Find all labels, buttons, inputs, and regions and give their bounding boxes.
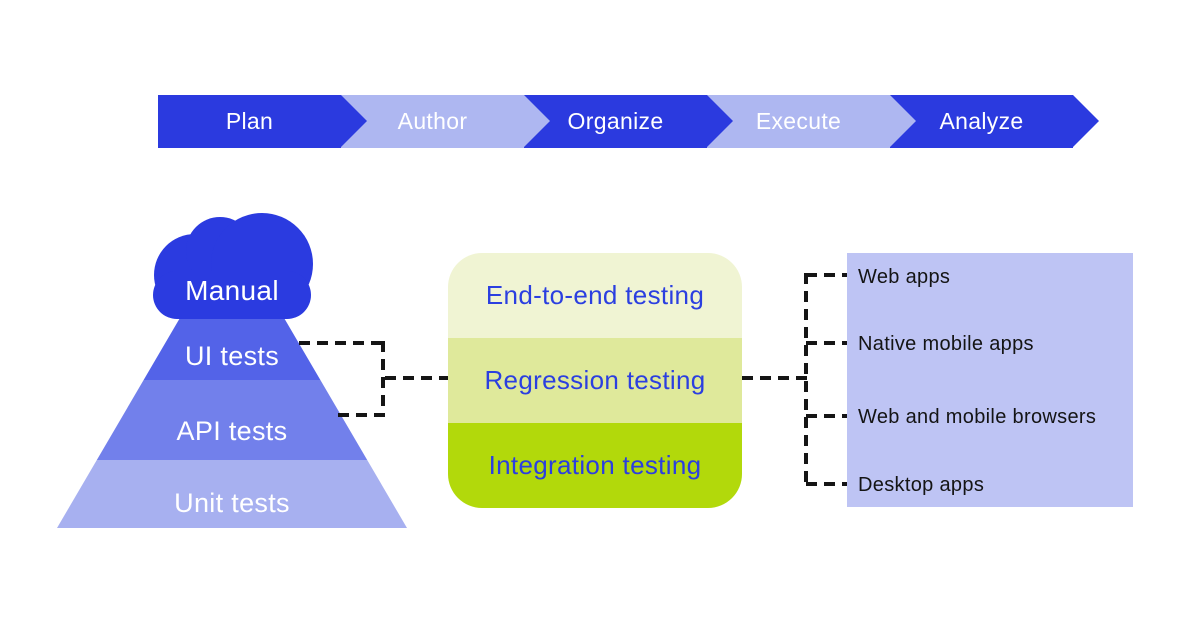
connector-stub-native-mobile — [806, 341, 847, 345]
pyramid-label-api-tests: API tests — [176, 416, 288, 446]
stack-level-label: Integration testing — [488, 450, 702, 480]
connector-platforms-vertical — [804, 273, 808, 486]
cloud-label-manual: Manual — [185, 275, 279, 306]
workflow-step-author: Author — [341, 95, 550, 148]
pyramid-label-unit-tests: Unit tests — [174, 488, 290, 518]
workflow-step-label: Plan — [225, 108, 274, 134]
workflow-step-label: Execute — [755, 108, 842, 134]
platform-item-web-mobile-browsers: Web and mobile browsers — [858, 406, 1097, 428]
pyramid-layer-unit-tests — [57, 460, 407, 528]
connector-pyramid-bottom-line — [338, 413, 385, 417]
platform-item-native-mobile-apps: Native mobile apps — [858, 333, 1034, 355]
workflow-step-label: Organize — [567, 108, 664, 134]
testing-stack: End-to-end testing Regression testing In… — [448, 253, 742, 508]
cloud-icon — [153, 213, 313, 319]
platforms-panel: Web apps Native mobile apps Web and mobi… — [847, 253, 1133, 507]
platform-item-desktop-apps: Desktop apps — [858, 474, 985, 496]
connector-stub-desktop-apps — [806, 482, 847, 486]
connector-pyramid-top-line — [299, 341, 385, 345]
workflow-step-execute: Execute — [707, 95, 916, 148]
stack-level-regression: Regression testing — [448, 338, 742, 423]
workflow-banner: Plan Author Organize Execute Analyze — [158, 95, 1099, 148]
stack-level-label: End-to-end testing — [485, 280, 705, 310]
connector-stub-web-apps — [806, 273, 847, 277]
workflow-step-analyze: Analyze — [890, 95, 1099, 148]
pyramid-label-ui-tests: UI tests — [184, 341, 280, 371]
stack-level-label: Regression testing — [484, 365, 706, 395]
connector-pyramid-vertical — [381, 341, 385, 417]
workflow-step-plan: Plan — [158, 95, 367, 148]
workflow-step-label: Analyze — [939, 108, 1024, 134]
workflow-step-label: Author — [397, 108, 468, 134]
platform-item-web-apps: Web apps — [858, 266, 951, 288]
stack-level-integration: Integration testing — [448, 423, 742, 508]
stack-level-end-to-end: End-to-end testing — [448, 253, 742, 338]
workflow-step-organize: Organize — [524, 95, 733, 148]
connector-stub-web-mobile-browsers — [806, 414, 847, 418]
connector-pyramid-to-stack — [385, 376, 448, 380]
connector-stack-to-platforms — [742, 376, 807, 380]
